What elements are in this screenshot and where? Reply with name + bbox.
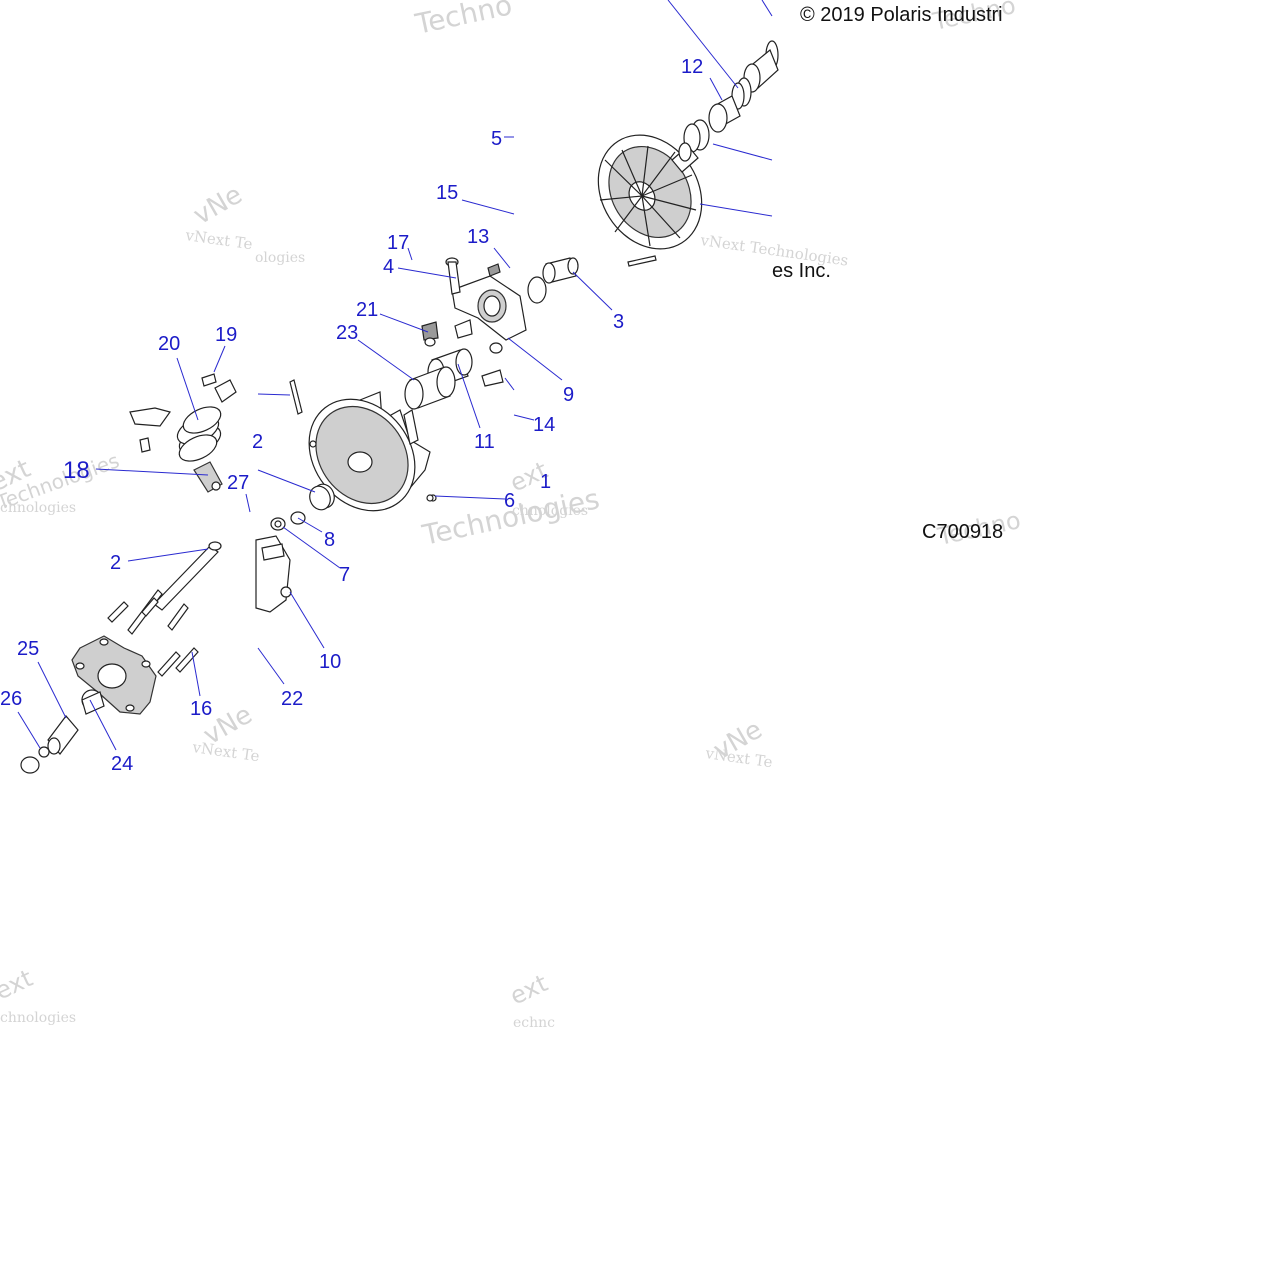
- callout-11: 11: [474, 431, 495, 453]
- watermark-text: chnologies: [0, 1010, 76, 1026]
- callout-17: 17: [387, 232, 409, 254]
- callout-8: 8: [324, 529, 335, 551]
- callout-15: 15: [436, 182, 458, 204]
- parts-illustration: [20, 40, 779, 774]
- watermark-text: ologies: [255, 250, 305, 266]
- callout-4: 4: [383, 256, 394, 278]
- callout-6: 6: [504, 490, 515, 512]
- callout-3: 3: [613, 311, 624, 333]
- weights-and-spring: [129, 373, 237, 493]
- watermarks: Techno Techno vNext Te vNe ologies vNext…: [0, 0, 1023, 1031]
- stationary-sheave: [597, 134, 703, 250]
- callout-21: 21: [356, 299, 378, 321]
- watermark-text: vNext Te: [183, 226, 253, 253]
- callout-2: 2: [110, 552, 121, 574]
- callout-24: 24: [111, 753, 133, 775]
- callout-19: 19: [215, 324, 237, 346]
- watermark-text: chnologies: [0, 500, 76, 516]
- missing-tiles: [514, 0, 772, 258]
- diagram-code: C700918: [922, 521, 1003, 543]
- copyright-notice: © 2019 Polaris Industri: [800, 4, 1003, 26]
- callout-5: 5: [491, 128, 502, 150]
- callout-25: 25: [17, 638, 39, 660]
- callout-22: 22: [281, 688, 303, 710]
- callout-27: 27: [227, 472, 249, 494]
- watermark-text: ext: [0, 964, 37, 1005]
- watermark-text: ext: [506, 969, 552, 1010]
- callout-16: 16: [190, 698, 212, 720]
- spider-assembly: [421, 257, 579, 387]
- callout-20: 20: [158, 333, 180, 355]
- clutch-cover: [71, 635, 157, 715]
- bushings: [404, 348, 473, 410]
- watermark-text: echnc: [513, 1015, 555, 1031]
- callout-14: 14: [533, 414, 555, 436]
- callout-2-partial: 2: [252, 431, 263, 453]
- callout-12: 12: [681, 56, 703, 78]
- pin: [627, 255, 657, 267]
- callout-23: 23: [336, 322, 358, 344]
- callout-1: 1: [540, 471, 551, 493]
- bearing-stack-top: [683, 40, 779, 153]
- leader-lines: [17, 0, 773, 751]
- callout-7: 7: [339, 564, 350, 586]
- callout-26: 26: [0, 688, 22, 710]
- callout-labels: 12 5 15 17 13 4 3 21 23 19 20 9 14 11 2 …: [0, 56, 703, 775]
- watermark-text: chnologies: [512, 503, 588, 519]
- watermark-text: vNe: [189, 180, 248, 231]
- cover-bushings: [20, 689, 105, 774]
- callout-13: 13: [467, 226, 489, 248]
- callout-10: 10: [319, 651, 341, 673]
- bracket-part: [255, 535, 292, 613]
- copyright-notice-tail: es Inc.: [772, 260, 831, 282]
- callout-9: 9: [563, 384, 574, 406]
- watermark-text: Techno: [412, 0, 515, 41]
- callout-18: 18: [63, 457, 90, 484]
